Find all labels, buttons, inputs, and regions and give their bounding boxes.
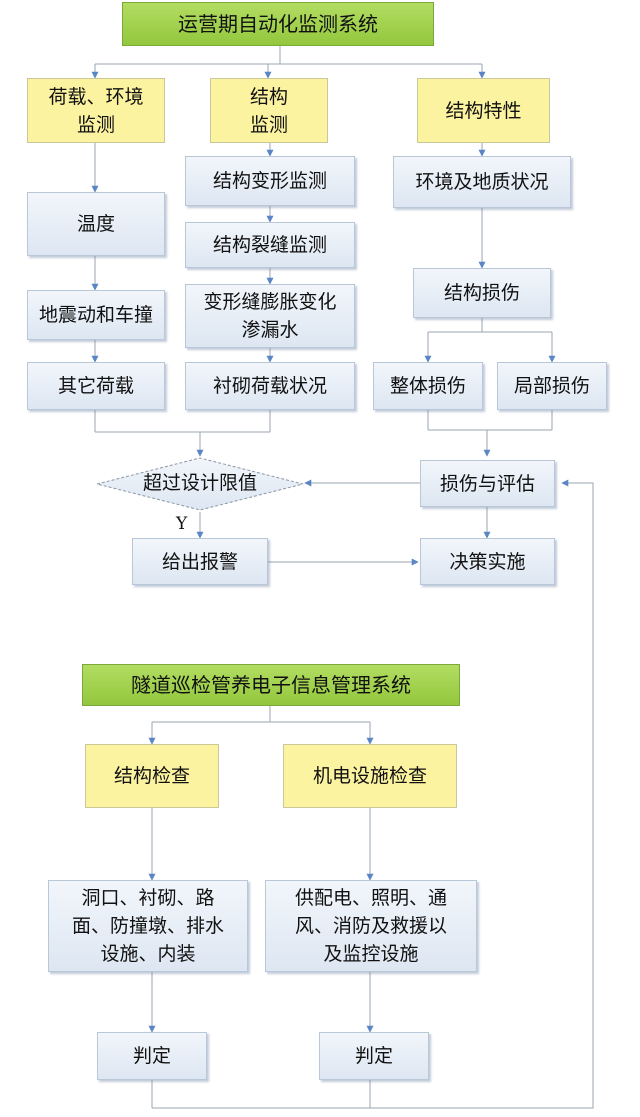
inspection-system-title: 隧道巡检管养电子信息管理系统 <box>82 664 460 706</box>
monitoring-system-title: 运营期自动化监测系统 <box>122 2 434 46</box>
structure-judge-node: 判定 <box>97 1032 207 1080</box>
local-damage-node: 局部损伤 <box>497 362 607 410</box>
deformation-monitoring-node: 结构变形监测 <box>185 156 355 206</box>
connector-feedback-loop <box>151 483 594 1109</box>
connector-title-bus <box>95 46 482 65</box>
earthquake-collision-node: 地震动和车撞 <box>27 290 165 340</box>
decision-implementation-node: 决策实施 <box>420 538 555 585</box>
lining-load-node: 衬砌荷载状况 <box>185 362 355 410</box>
environment-geology-node: 环境及地质状况 <box>393 156 571 208</box>
yes-label: Y <box>176 514 188 534</box>
structure-items-node: 洞口、衬砌、路 面、防撞墩、排水 设施、内装 <box>48 880 248 972</box>
structure-check-header: 结构检查 <box>85 744 219 808</box>
temperature-node: 温度 <box>27 192 165 256</box>
connector-damage-merge <box>427 410 553 456</box>
connector-inspection-bus <box>152 706 370 723</box>
connector-damage-split <box>428 318 552 333</box>
other-load-node: 其它荷载 <box>27 362 165 410</box>
crack-monitoring-node: 结构裂缝监测 <box>185 222 355 268</box>
mep-judge-node: 判定 <box>319 1032 429 1080</box>
design-limit-label: 超过设计限值 <box>142 472 257 494</box>
joint-leakage-node: 变形缝膨胀变化 渗漏水 <box>185 284 355 348</box>
structure-property-header: 结构特性 <box>417 78 550 143</box>
mep-check-header: 机电设施检查 <box>283 744 457 808</box>
mep-items-node: 供配电、照明、通 风、消防及救援以 及监控设施 <box>265 880 477 972</box>
structure-damage-node: 结构损伤 <box>413 268 551 318</box>
design-limit-decision <box>96 457 304 511</box>
structure-monitoring-header: 结构 监测 <box>210 78 328 143</box>
damage-assessment-node: 损伤与评估 <box>420 460 555 507</box>
connector-left-merge <box>94 410 271 456</box>
alarm-node: 给出报警 <box>132 538 268 585</box>
overall-damage-node: 整体损伤 <box>373 362 483 410</box>
load-environment-monitoring-header: 荷载、环境 监测 <box>27 78 165 143</box>
